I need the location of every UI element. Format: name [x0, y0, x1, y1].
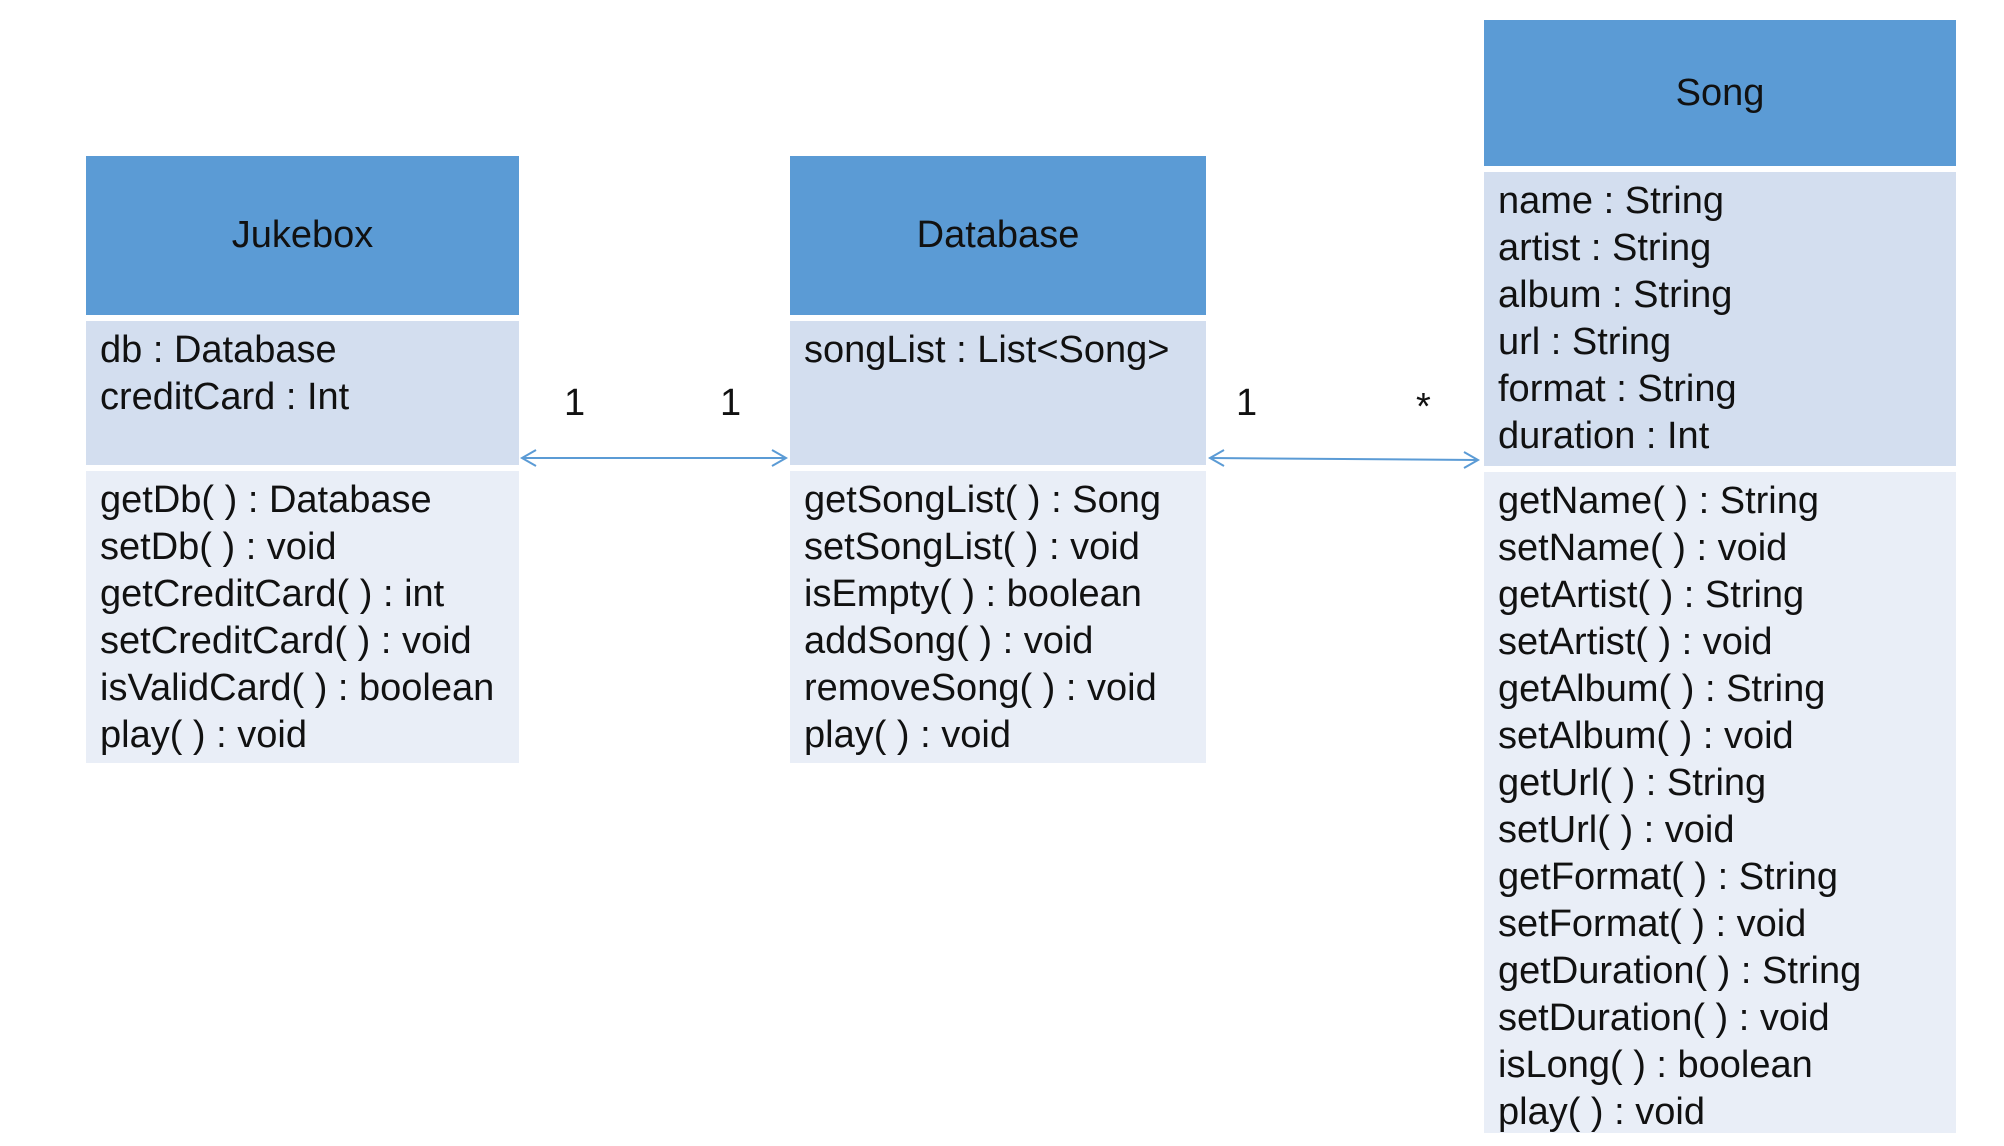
method: isEmpty( ) : boolean — [804, 573, 1142, 615]
method: isLong( ) : boolean — [1498, 1044, 1813, 1086]
multiplicity-database-end: 1 — [1236, 382, 1258, 424]
association-jukebox-database — [519, 449, 789, 467]
methods-section: getSongList( ) : Song setSongList( ) : v… — [790, 471, 1206, 763]
method: setCreditCard( ) : void — [100, 620, 472, 662]
association-database-song — [1207, 449, 1481, 469]
method: setArtist( ) : void — [1498, 621, 1773, 663]
attributes-section: db : Database creditCard : Int — [86, 321, 519, 465]
method: setUrl( ) : void — [1498, 809, 1735, 851]
method: getAlbum( ) : String — [1498, 668, 1826, 710]
multiplicity-jukebox-end: 1 — [564, 382, 586, 424]
attributes-section: songList : List<Song> — [790, 321, 1206, 465]
class-song: Song name : String artist : String album… — [1484, 20, 1956, 1133]
class-name: Song — [1484, 20, 1956, 166]
method: addSong( ) : void — [804, 620, 1094, 662]
method: play( ) : void — [804, 714, 1011, 756]
method: getArtist( ) : String — [1498, 574, 1805, 616]
attribute: name : String — [1498, 180, 1724, 222]
method: getName( ) : String — [1498, 480, 1819, 522]
method: getSongList( ) : Song — [804, 479, 1161, 521]
attribute: db : Database — [100, 329, 337, 371]
attribute: format : String — [1498, 368, 1737, 410]
attribute: album : String — [1498, 274, 1733, 316]
attribute: creditCard : Int — [100, 376, 350, 418]
method: play( ) : void — [1498, 1091, 1705, 1133]
method: setDuration( ) : void — [1498, 997, 1830, 1039]
method: setFormat( ) : void — [1498, 903, 1807, 945]
method: getDuration( ) : String — [1498, 950, 1862, 992]
method: setDb( ) : void — [100, 526, 337, 568]
class-jukebox: Jukebox db : Database creditCard : Int g… — [86, 156, 519, 763]
class-name: Database — [790, 156, 1206, 315]
method: setName( ) : void — [1498, 527, 1788, 569]
method: getUrl( ) : String — [1498, 762, 1767, 804]
method: getFormat( ) : String — [1498, 856, 1838, 898]
attribute: url : String — [1498, 321, 1672, 363]
multiplicity-database-end: 1 — [720, 382, 742, 424]
multiplicity-song-end: * — [1416, 386, 1431, 428]
attribute: songList : List<Song> — [804, 329, 1170, 371]
method: play( ) : void — [100, 714, 307, 756]
methods-section: getName( ) : String setName( ) : void ge… — [1484, 472, 1956, 1133]
method: getCreditCard( ) : int — [100, 573, 445, 615]
method: isValidCard( ) : boolean — [100, 667, 495, 709]
attribute: artist : String — [1498, 227, 1712, 269]
method: removeSong( ) : void — [804, 667, 1157, 709]
attribute: duration : Int — [1498, 415, 1710, 457]
methods-section: getDb( ) : Database setDb( ) : void getC… — [86, 471, 519, 763]
attributes-section: name : String artist : String album : St… — [1484, 172, 1956, 466]
class-database: Database songList : List<Song> getSongLi… — [790, 156, 1206, 763]
method: getDb( ) : Database — [100, 479, 432, 521]
class-name: Jukebox — [86, 156, 519, 315]
method: setAlbum( ) : void — [1498, 715, 1794, 757]
method: setSongList( ) : void — [804, 526, 1140, 568]
